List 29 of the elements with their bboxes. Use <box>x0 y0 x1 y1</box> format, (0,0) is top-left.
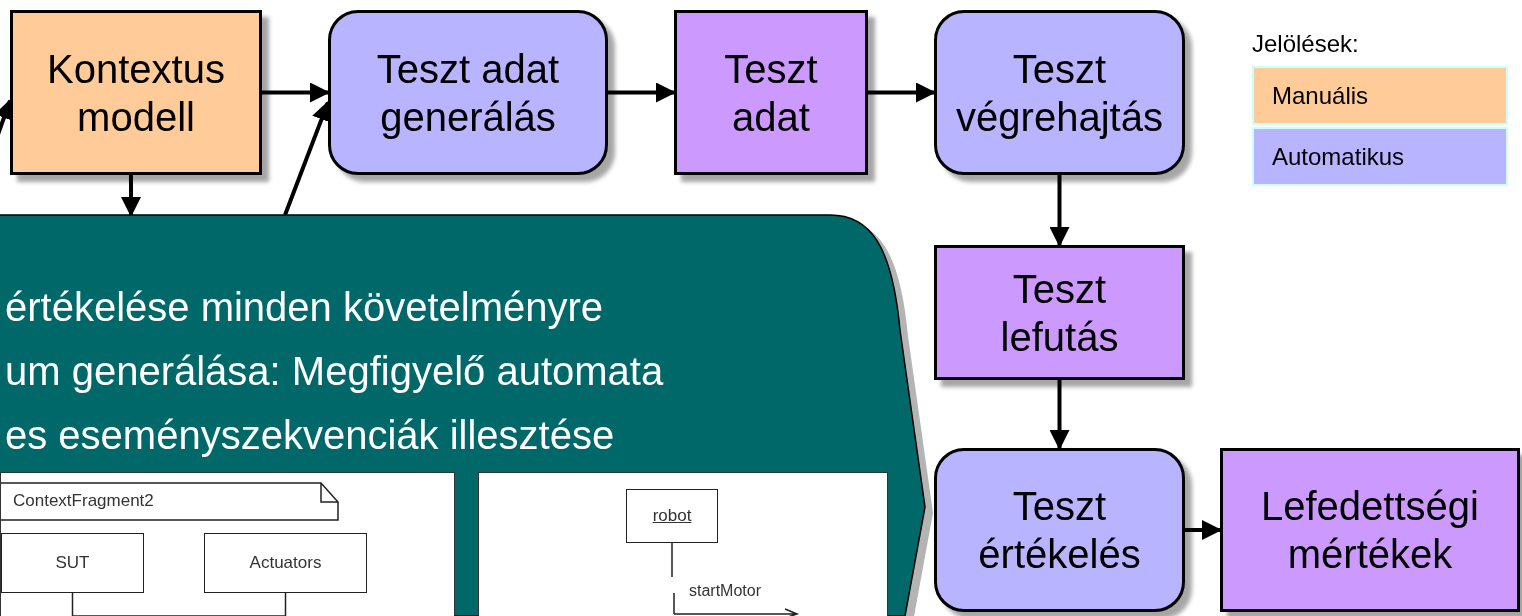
picture <box>478 472 888 616</box>
class-box: SUT <box>1 533 144 593</box>
arrow <box>262 82 330 103</box>
arrow <box>1049 380 1070 450</box>
arrow <box>121 175 141 217</box>
process-box: Teszt értékelés <box>934 448 1185 612</box>
connector-line <box>71 592 287 616</box>
note-title: ContextFragment2 <box>13 491 154 512</box>
legend-text: Manuális <box>1272 81 1369 110</box>
callout-text: es eseményszekvenciák illesztése <box>5 412 615 459</box>
legend-text: Automatikus <box>1272 142 1405 171</box>
callout-bubble <box>0 215 934 616</box>
data-box: Teszt adat <box>674 10 868 175</box>
legend-title: Jelölések: <box>1252 30 1359 58</box>
arrow <box>608 82 676 103</box>
data-box: Lefedettségi mértékek <box>1220 448 1520 612</box>
callout-text: um generálása: Megfigyelő automata <box>5 348 664 395</box>
arrow <box>1049 175 1070 247</box>
process-box: Teszt adat generálás <box>328 10 608 175</box>
process-box: Teszt végrehajtás <box>934 10 1185 175</box>
message-label: startMotor <box>689 581 761 601</box>
data-box: Teszt lefutás <box>934 245 1185 380</box>
class-box: Actuators <box>204 533 367 593</box>
object-box: robot <box>626 489 718 543</box>
arrow <box>1185 520 1222 540</box>
arrow <box>868 82 936 103</box>
process-box: Kontextus modell <box>10 10 262 175</box>
callout-text: értékelése minden követelményre <box>5 284 604 331</box>
picture <box>0 472 455 616</box>
